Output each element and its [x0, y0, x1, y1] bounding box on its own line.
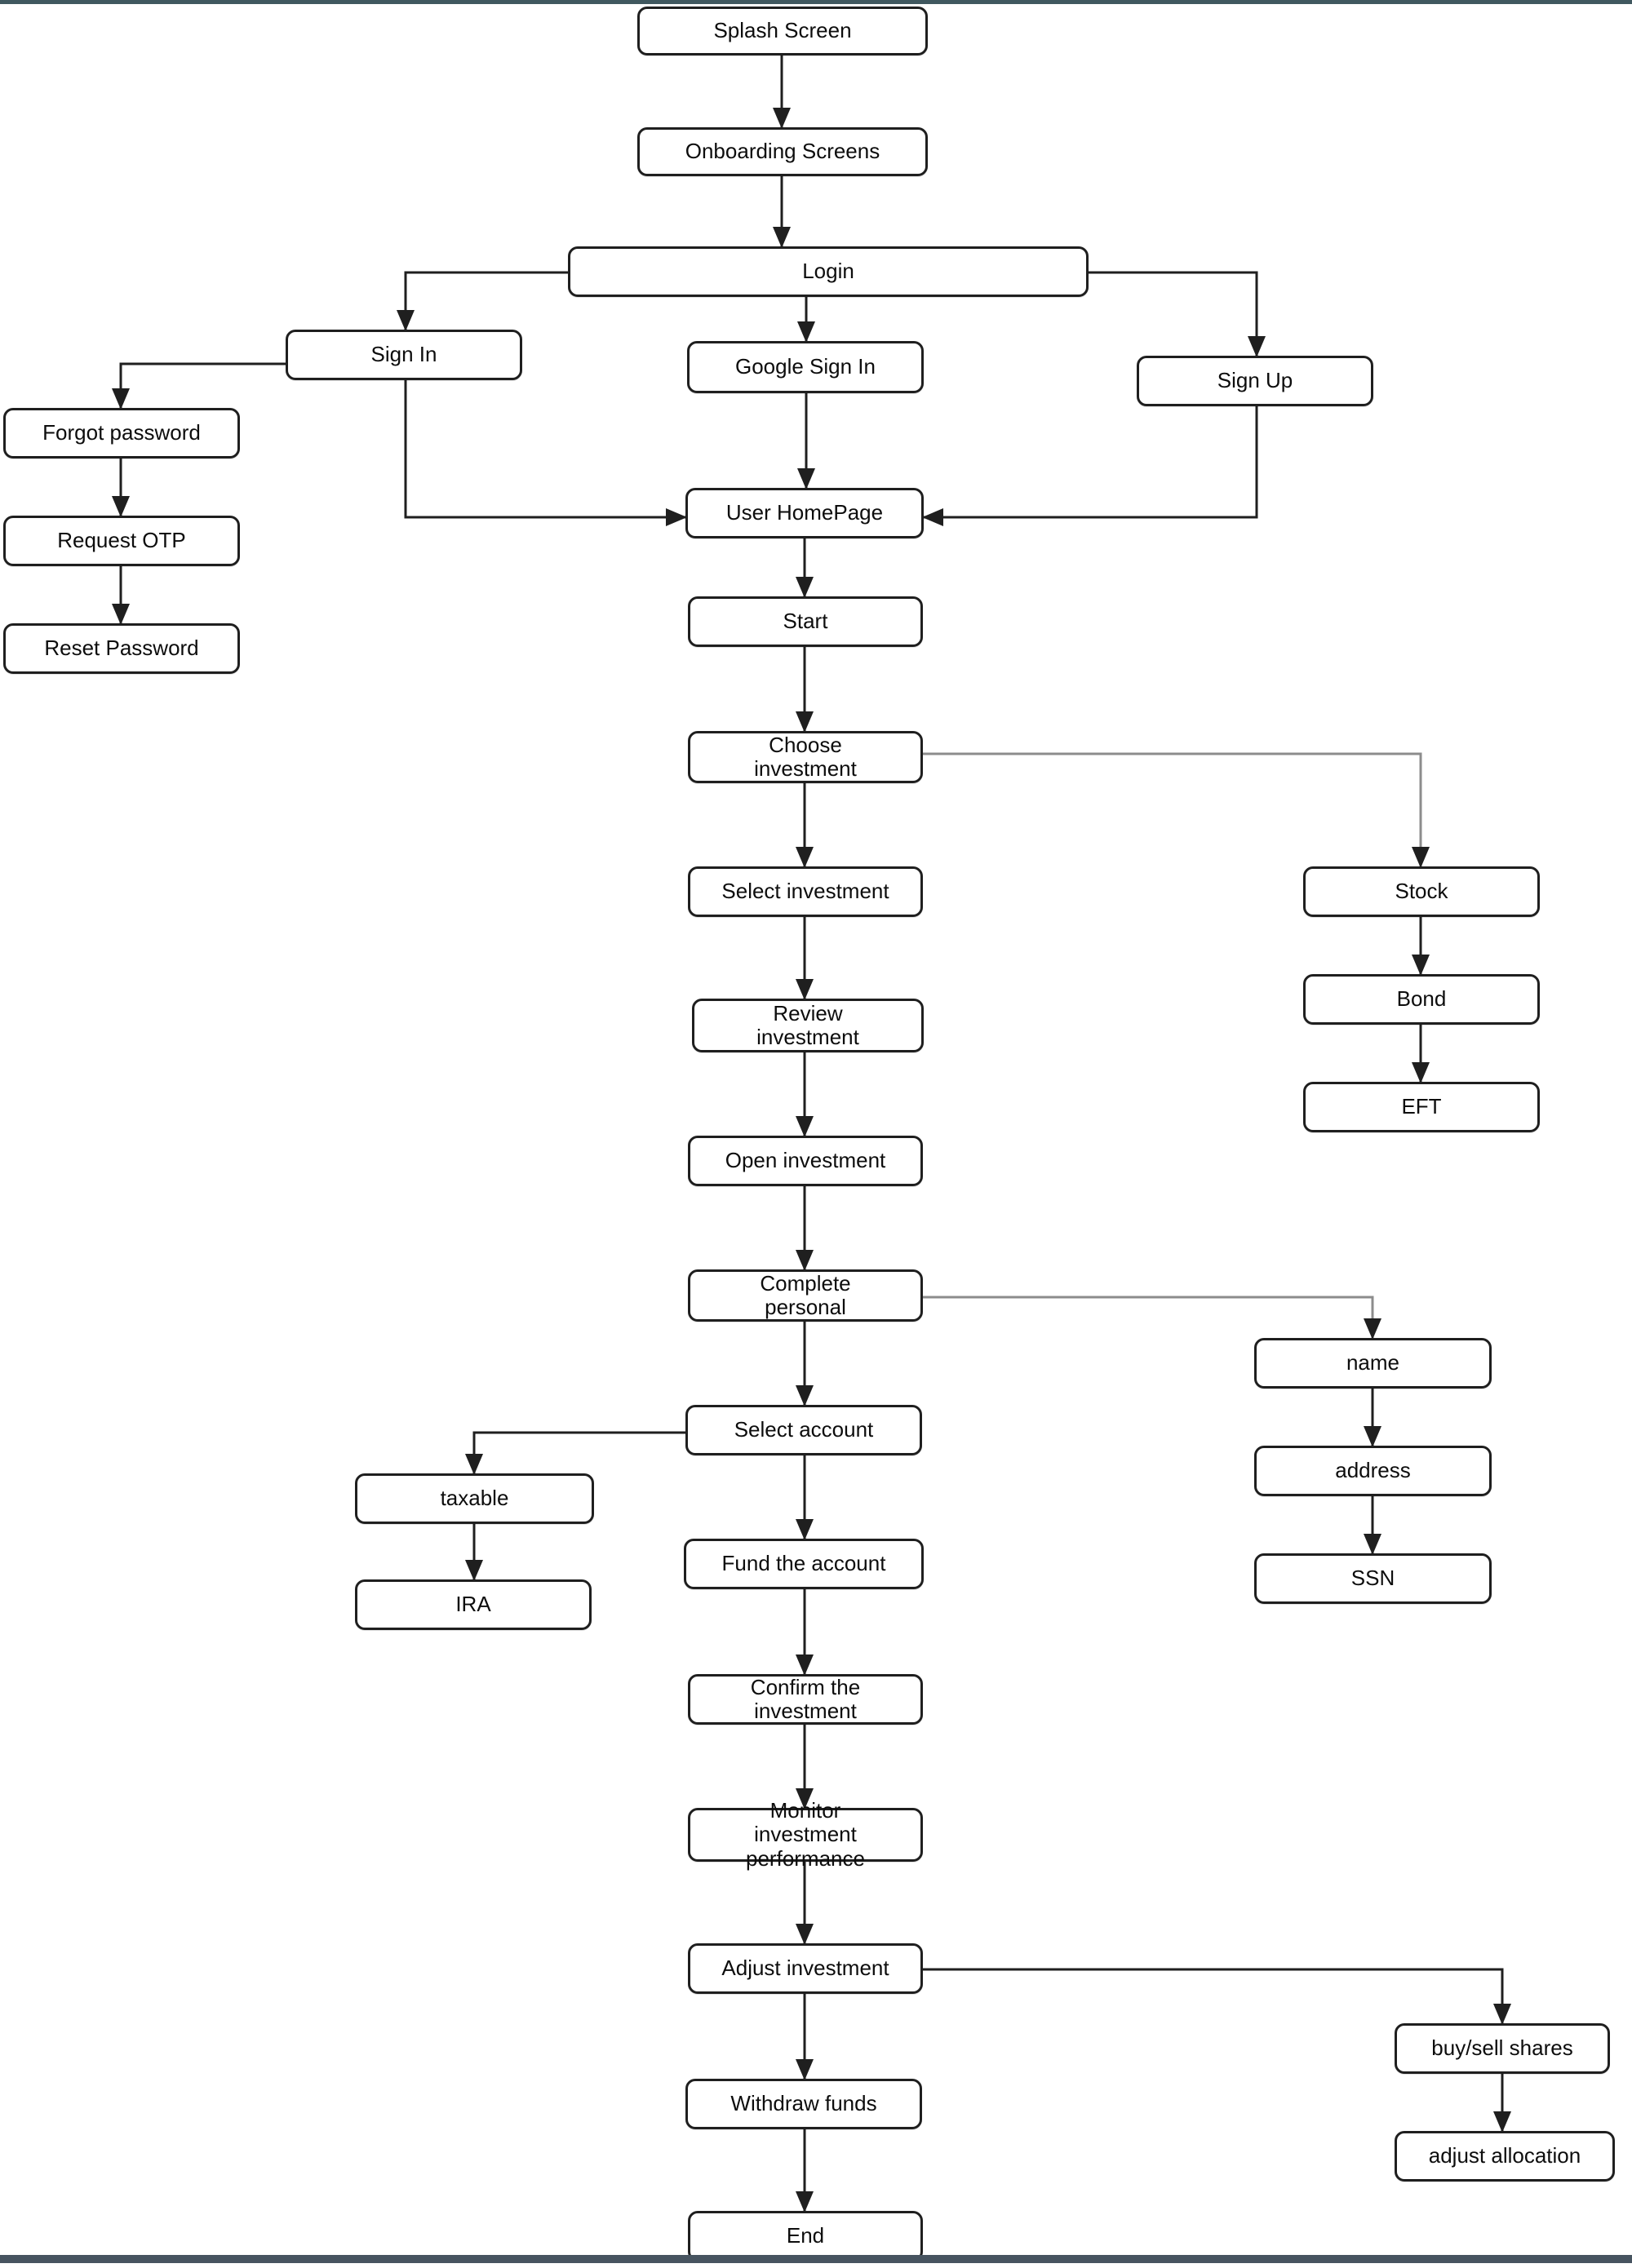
- flow-node-choose[interactable]: Choose investment: [688, 731, 923, 783]
- flow-node-open_inv[interactable]: Open investment: [688, 1136, 923, 1186]
- top-frame-bar: [0, 0, 1632, 4]
- flow-node-complete[interactable]: Complete personal: [688, 1269, 923, 1322]
- edge-login-to-signup: [1089, 271, 1266, 357]
- flow-node-select_inv[interactable]: Select investment: [688, 866, 923, 917]
- edge-adjust-to-buysell: [923, 1968, 1511, 2025]
- edge-choose-to-stock: [923, 752, 1430, 868]
- flow-node-google[interactable]: Google Sign In: [687, 341, 924, 393]
- flow-node-review[interactable]: Review investment: [692, 999, 924, 1052]
- flow-node-login[interactable]: Login: [568, 246, 1089, 297]
- edge-signin-to-homepage: [404, 380, 687, 526]
- flow-node-ira[interactable]: IRA: [355, 1579, 592, 1630]
- flow-node-otp[interactable]: Request OTP: [3, 516, 240, 566]
- edge-complete-to-name: [923, 1296, 1381, 1340]
- flow-node-taxable[interactable]: taxable: [355, 1473, 594, 1524]
- flow-node-eft[interactable]: EFT: [1303, 1082, 1540, 1132]
- flow-node-fund[interactable]: Fund the account: [684, 1539, 924, 1589]
- flow-node-bond[interactable]: Bond: [1303, 974, 1540, 1025]
- flow-node-address[interactable]: address: [1254, 1446, 1492, 1496]
- flow-node-end[interactable]: End: [688, 2211, 923, 2261]
- flow-node-onboarding[interactable]: Onboarding Screens: [637, 127, 928, 176]
- edge-login-to-signin: [397, 271, 568, 331]
- bottom-frame-bar: [0, 2255, 1632, 2263]
- flow-node-buysell[interactable]: buy/sell shares: [1395, 2023, 1610, 2074]
- edge-select_acct-to-taxable: [465, 1431, 685, 1475]
- flow-node-stock[interactable]: Stock: [1303, 866, 1540, 917]
- flow-node-signup[interactable]: Sign Up: [1137, 356, 1373, 406]
- flow-node-alloc[interactable]: adjust allocation: [1395, 2131, 1615, 2182]
- edge-signup-to-homepage: [922, 406, 1258, 526]
- edge-signin-to-forgot: [112, 362, 286, 410]
- flow-node-start[interactable]: Start: [688, 596, 923, 647]
- flow-node-splash[interactable]: Splash Screen: [637, 7, 928, 55]
- flow-node-withdraw[interactable]: Withdraw funds: [685, 2079, 922, 2129]
- flow-node-monitor[interactable]: Monitor investment performance: [688, 1799, 923, 1870]
- flow-node-ssn[interactable]: SSN: [1254, 1553, 1492, 1604]
- flow-node-reset[interactable]: Reset Password: [3, 623, 240, 674]
- flow-node-name[interactable]: name: [1254, 1338, 1492, 1389]
- flow-node-forgot[interactable]: Forgot password: [3, 408, 240, 458]
- flow-node-signin[interactable]: Sign In: [286, 330, 522, 380]
- flow-node-select_acct[interactable]: Select account: [685, 1405, 922, 1455]
- flow-node-adjust[interactable]: Adjust investment: [688, 1943, 923, 1994]
- flow-node-homepage[interactable]: User HomePage: [685, 488, 924, 538]
- flow-node-confirm[interactable]: Confirm the investment: [688, 1674, 923, 1725]
